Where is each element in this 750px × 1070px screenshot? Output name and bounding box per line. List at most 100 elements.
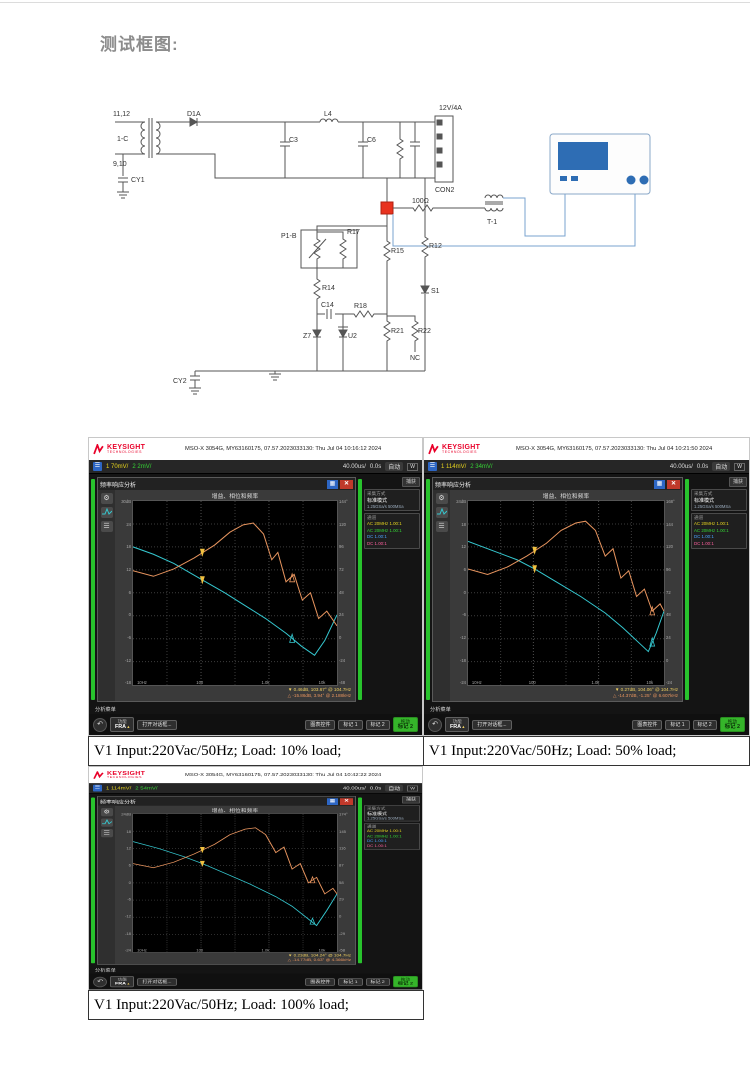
fra-titlebar[interactable]: 频率响应分析 ▦ ✕ xyxy=(433,478,682,490)
page-top-border xyxy=(0,2,750,3)
cap-cy2 xyxy=(189,375,201,381)
open-dialog-button[interactable]: 打开对话框... xyxy=(137,977,177,986)
delay-value[interactable]: 0.0s xyxy=(369,785,382,791)
timebase-value[interactable]: 40.00us/ xyxy=(342,463,366,470)
back-icon[interactable]: ↶ xyxy=(93,717,107,732)
chart-controls-button[interactable]: 图表控件 xyxy=(632,719,663,730)
channels-box[interactable]: 通道 AC 20MHz 1.00:1 AC 20MHz 1.00:1 DC 1.… xyxy=(364,513,420,550)
function-fra-button[interactable]: 功能 FRA ▴ xyxy=(110,975,135,988)
marker-triangle[interactable] xyxy=(199,860,205,867)
fra-app-icon[interactable]: ▦ xyxy=(654,479,665,489)
function-fra-button[interactable]: 功能 FRA ▴ xyxy=(110,716,135,733)
delay-value[interactable]: 0.0s xyxy=(696,463,709,470)
back-icon[interactable]: ↶ xyxy=(428,717,442,732)
component-label: S1 xyxy=(431,288,440,295)
open-dialog-button[interactable]: 打开对话框... xyxy=(472,719,512,730)
list-icon[interactable]: ☰ xyxy=(100,829,113,838)
fra-titlebar[interactable]: 频率响应分析 ▦ ✕ xyxy=(98,796,355,806)
channel2-scale[interactable]: 2 54mV/ xyxy=(135,785,158,791)
drag-marker2-button[interactable]: 拖动 标记 2 xyxy=(392,716,418,733)
trigger-mode[interactable]: 自动 xyxy=(385,784,404,792)
chart-controls-button[interactable]: 图表控件 xyxy=(305,977,336,986)
marker-triangle[interactable] xyxy=(532,565,537,574)
back-icon[interactable]: ↶ xyxy=(93,976,107,987)
marker-triangle[interactable] xyxy=(199,847,205,854)
settings-gear-icon[interactable]: ⚙ xyxy=(435,493,448,504)
list-icon[interactable]: ☰ xyxy=(435,521,448,532)
menu-icon[interactable]: ☰ xyxy=(428,462,437,471)
fra-app-icon[interactable]: ▦ xyxy=(327,479,338,489)
marker2-button[interactable]: 标记 2 xyxy=(365,719,390,730)
marker-triangle[interactable] xyxy=(650,638,655,646)
capture-tab[interactable]: 捕获 xyxy=(401,477,420,487)
marker1-button[interactable]: 标记 1 xyxy=(665,719,690,730)
delay-value[interactable]: 0.0s xyxy=(369,463,382,470)
marker1-button[interactable]: 标记 1 xyxy=(338,719,363,730)
marker2-readout: △ -14.37dB, -1.25° @ 6.607kHz xyxy=(613,693,678,699)
channels-box[interactable]: 通道 AC 20MHz 1.00:1 AC 20MHz 1.00:1 DC 1.… xyxy=(691,513,747,550)
drag-marker2-button[interactable]: 拖动 标记 2 xyxy=(719,716,745,733)
chart-controls-button[interactable]: 图表控件 xyxy=(305,719,336,730)
marker1-button[interactable]: 标记 1 xyxy=(338,977,363,986)
marker-triangle[interactable] xyxy=(650,607,655,615)
plot-markers[interactable] xyxy=(532,546,655,646)
menu-icon[interactable]: ☰ xyxy=(93,784,102,792)
trigger-mode[interactable]: 自动 xyxy=(712,462,731,471)
marker-triangle[interactable] xyxy=(199,548,205,557)
open-dialog-button[interactable]: 打开对话框... xyxy=(137,719,177,730)
marker-triangle[interactable] xyxy=(290,574,295,582)
marker-triangle[interactable] xyxy=(290,634,295,642)
bode-plot[interactable]: 10Hz 100 1.0k 10k xyxy=(467,500,665,686)
settings-gear-icon[interactable]: ⚙ xyxy=(100,493,113,504)
channels-box[interactable]: 通道 AC 20MHz 1.00:1 AC 20MHz 1.00:1 DC 1.… xyxy=(364,823,420,851)
axis-tick: 144° xyxy=(339,499,348,504)
analysis-menu-label: 分析菜单 xyxy=(95,968,116,974)
waveform-icon[interactable] xyxy=(100,818,113,827)
bode-plot[interactable]: 10Hz 100 1.0k 10k xyxy=(132,813,338,953)
resistor-r12 xyxy=(421,233,429,261)
plot-markers[interactable] xyxy=(199,548,295,643)
bode-plot[interactable]: 10Hz 100 1.0k 10k xyxy=(132,500,338,686)
waveform-icon[interactable] xyxy=(100,507,113,518)
channel1-scale[interactable]: 1 114mV/ xyxy=(441,463,467,470)
fn-arrow-icon: ▴ xyxy=(462,724,465,729)
marker-triangle[interactable] xyxy=(199,576,205,585)
marker-triangle[interactable] xyxy=(532,546,537,555)
axis-tick: -24 xyxy=(124,948,131,953)
close-icon[interactable]: ✕ xyxy=(340,797,353,805)
menu-icon[interactable]: ☰ xyxy=(93,462,102,471)
channel1-scale[interactable]: 1 70mV/ xyxy=(106,463,129,470)
trigger-mode[interactable]: 自动 xyxy=(385,462,404,471)
acq-title: 采集方式 xyxy=(367,806,386,811)
drag-marker2-button[interactable]: 拖动 标记 2 xyxy=(392,975,418,988)
capture-tab[interactable]: 捕获 xyxy=(401,796,420,804)
acquisition-box[interactable]: 采集方式 标准模式 1.25GSa/s 500MSa xyxy=(691,489,747,511)
plot-markers[interactable] xyxy=(199,847,315,924)
close-icon[interactable]: ✕ xyxy=(340,479,353,489)
fra-app-icon[interactable]: ▦ xyxy=(327,797,338,805)
settings-gear-icon[interactable]: ⚙ xyxy=(100,808,113,817)
bode-plot-svg xyxy=(133,501,337,685)
timebase-value[interactable]: 40.00us/ xyxy=(669,463,693,470)
marker-triangle[interactable] xyxy=(310,877,315,883)
component-label: P1-B xyxy=(281,233,297,240)
marker2-button[interactable]: 标记 2 xyxy=(692,719,717,730)
channel2-scale[interactable]: 2 34mV/ xyxy=(470,463,493,470)
component-label: T-1 xyxy=(487,219,497,226)
channel1-scale[interactable]: 1 114mV/ xyxy=(106,785,132,791)
timebase-value[interactable]: 40.00us/ xyxy=(342,785,366,791)
freq-axis-labels: 10Hz 100 1.0k 10k xyxy=(468,679,664,685)
acquisition-box[interactable]: 采集方式 标准模式 1.25GSa/s 500MSa xyxy=(364,805,420,822)
list-icon[interactable]: ☰ xyxy=(100,521,113,532)
fra-titlebar[interactable]: 频率响应分析 ▦ ✕ xyxy=(98,478,355,490)
marker2-icon: △ xyxy=(287,957,292,962)
capture-tab[interactable]: 捕获 xyxy=(728,477,747,487)
channel2-scale[interactable]: 2 2mV/ xyxy=(132,463,152,470)
marker-triangle[interactable] xyxy=(310,918,315,924)
function-fra-button[interactable]: 功能 FRA ▴ xyxy=(445,716,470,733)
close-icon[interactable]: ✕ xyxy=(667,479,680,489)
acquisition-box[interactable]: 采集方式 标准模式 1.25GSa/s 500MSa xyxy=(364,489,420,511)
waveform-icon[interactable] xyxy=(435,507,448,518)
marker2-button[interactable]: 标记 2 xyxy=(365,977,390,986)
